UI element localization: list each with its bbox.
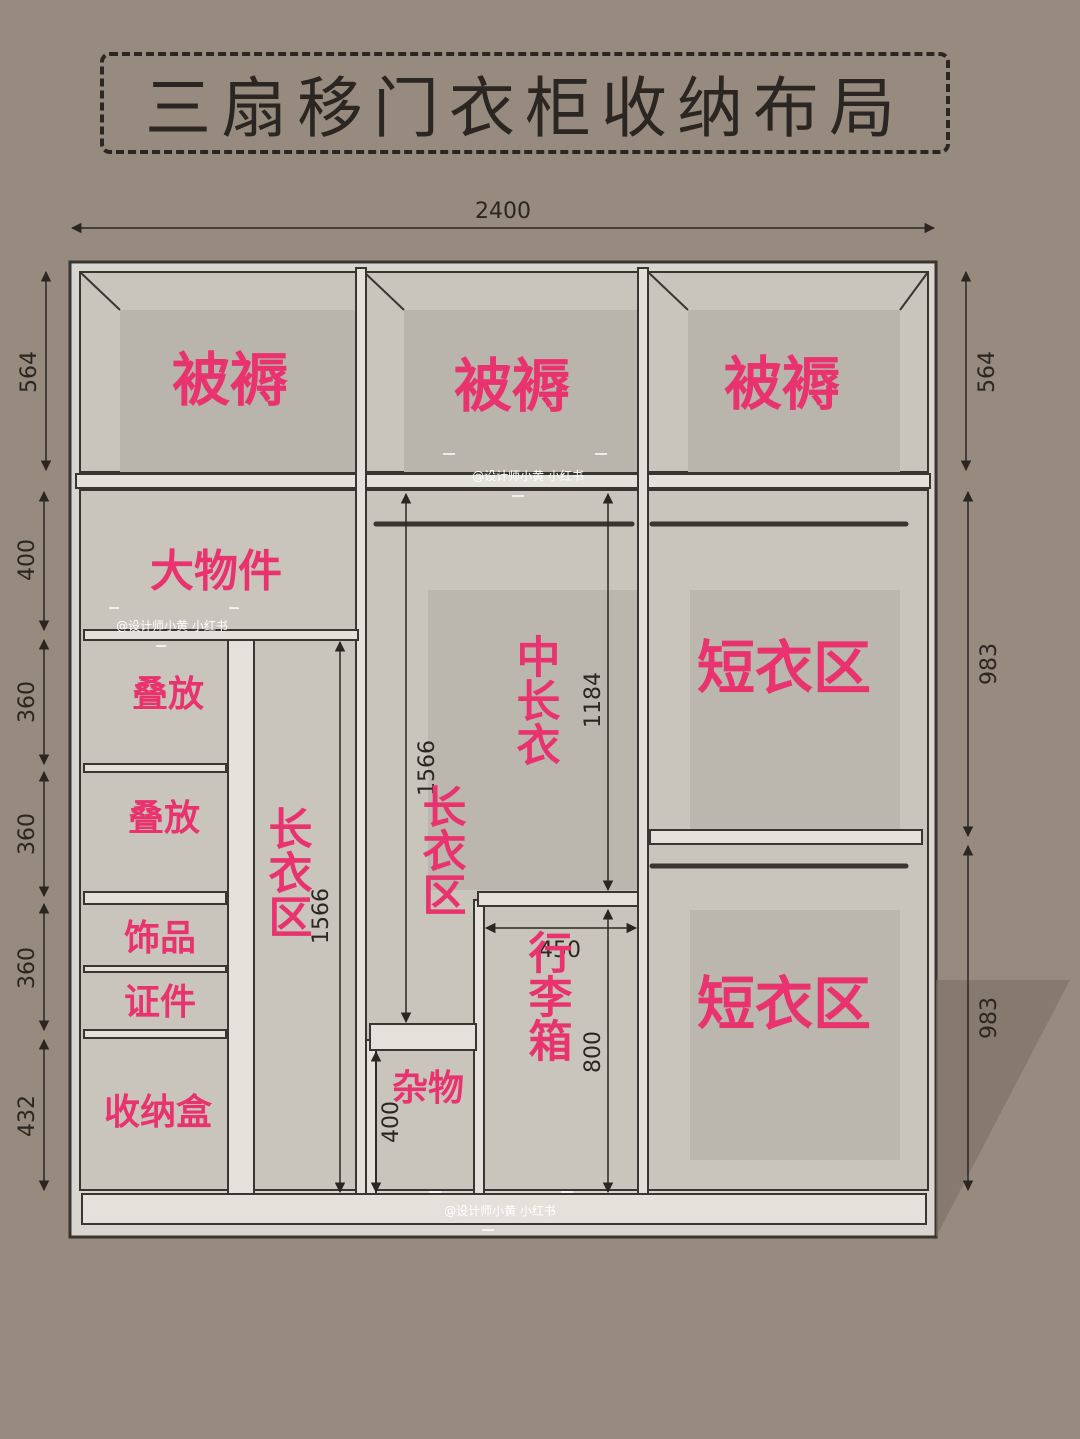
label-large-items: 大物件 xyxy=(150,546,282,597)
dim-top-right: 564 xyxy=(975,351,1000,393)
label-stack-1: 叠放 xyxy=(132,674,204,715)
label-documents: 证件 xyxy=(124,982,196,1023)
label-bedding-3: 被褥 xyxy=(724,350,840,418)
top-shelf xyxy=(75,473,931,489)
shelves xyxy=(81,629,927,1225)
dim-total-width: 2400 xyxy=(475,199,531,224)
dim-left-3: 360 xyxy=(15,813,40,855)
dim-left-2: 360 xyxy=(15,681,40,723)
label-short-coat-2: 短衣区 xyxy=(697,970,871,1038)
label-bedding-2: 被褥 xyxy=(454,352,570,420)
dim-luggage-height: 800 xyxy=(581,1031,606,1073)
label-sundries: 杂物 xyxy=(392,1068,464,1109)
hanging-rods xyxy=(373,521,909,869)
dim-left-4: 360 xyxy=(15,947,40,989)
dim-sundries-height: 400 xyxy=(379,1101,404,1143)
watermark-left-text: @设计师小黄 小红书 xyxy=(116,618,228,633)
label-storage-box: 收纳盒 xyxy=(104,1092,213,1133)
label-bedding-1: 被褥 xyxy=(172,346,288,414)
label-stack-2: 叠放 xyxy=(128,798,200,839)
dim-luggage-width: 450 xyxy=(539,938,581,963)
dim-right-1: 983 xyxy=(977,643,1002,685)
dim-mid-coat: 1184 xyxy=(581,672,606,728)
label-accessories: 饰品 xyxy=(124,918,196,959)
watermark-top: @设计师小黄 小红书 xyxy=(439,453,617,497)
watermark-bottom: @设计师小黄 小红书 xyxy=(425,1191,577,1231)
label-short-coat-1: 短衣区 xyxy=(697,634,871,702)
top-compartments xyxy=(79,271,929,473)
label-long-coat-a: 长衣区 xyxy=(261,806,313,938)
title-box: 三扇移门衣柜收纳布局 xyxy=(100,52,950,154)
watermark-left: @设计师小黄 小红书 xyxy=(105,607,241,647)
label-luggage: 行李箱 xyxy=(521,930,573,1062)
label-long-coat-b: 长衣区 xyxy=(415,784,467,916)
page-title: 三扇移门衣柜收纳布局 xyxy=(145,70,905,147)
floor-shadow xyxy=(936,980,1070,1237)
dim-left-5: 432 xyxy=(15,1095,40,1137)
dim-left-1: 400 xyxy=(15,539,40,581)
dim-long-coat-a: 1566 xyxy=(309,888,334,944)
label-mid-coat: 中长衣 xyxy=(509,634,561,766)
watermark-top-text: @设计师小黄 小红书 xyxy=(472,468,584,483)
dim-long-coat-b: 1566 xyxy=(415,740,440,796)
dim-right-2: 983 xyxy=(977,997,1002,1039)
dim-top-left: 564 xyxy=(17,351,42,393)
watermark-bottom-text: @设计师小黄 小红书 xyxy=(444,1203,556,1218)
dimension-lines xyxy=(38,222,974,1194)
